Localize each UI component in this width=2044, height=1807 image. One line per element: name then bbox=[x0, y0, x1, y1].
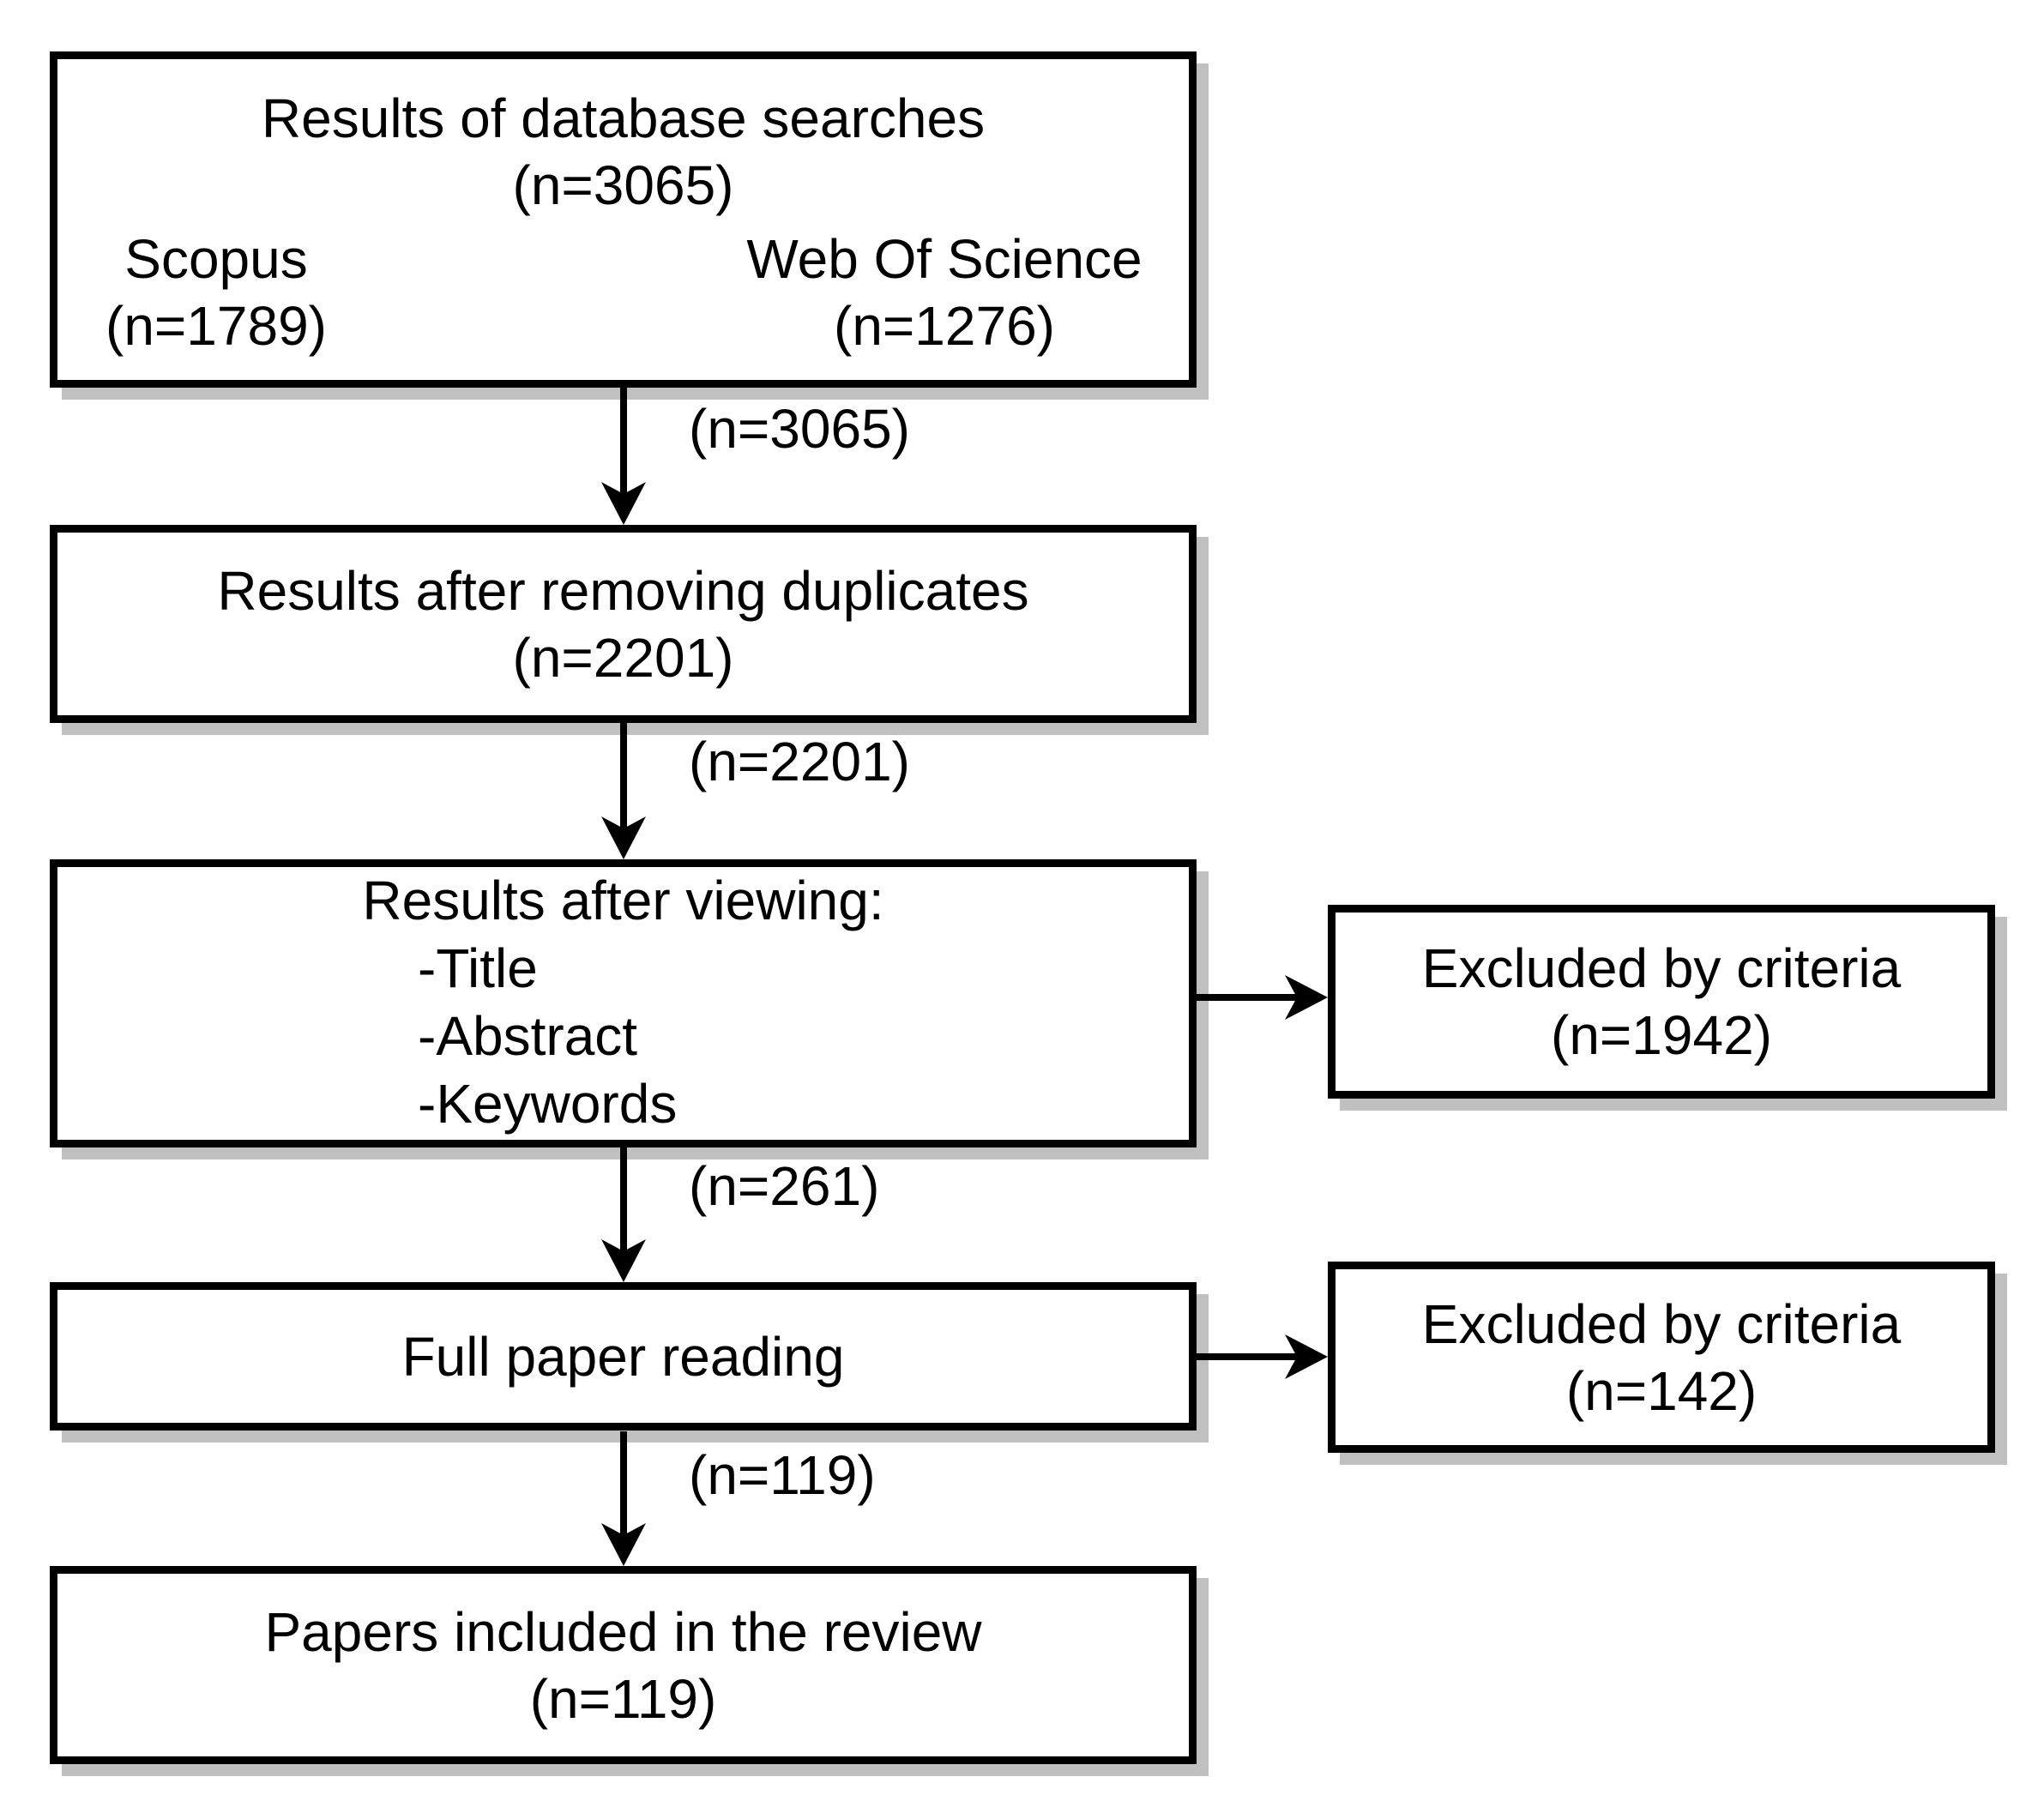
source-web-of-science-count: (n=1276) bbox=[834, 295, 1055, 357]
box-removing-duplicates-count: (n=2201) bbox=[512, 626, 734, 689]
box-full-paper-reading-title: Full paper reading bbox=[401, 1325, 845, 1388]
source-scopus-name: Scopus bbox=[124, 228, 308, 290]
right-arrow-icon bbox=[1194, 1334, 1328, 1379]
viewing-criteria-item-abstract: -Abstract bbox=[418, 1005, 638, 1067]
down-arrow-icon bbox=[601, 1147, 646, 1282]
source-scopus-count: (n=1789) bbox=[106, 295, 327, 357]
flow-arrow-full-paper-to-included bbox=[601, 1431, 646, 1566]
box-excluded-2-count: (n=142) bbox=[1565, 1359, 1758, 1422]
down-arrow-icon bbox=[601, 723, 646, 859]
arrow-label-n119: (n=119) bbox=[689, 1444, 876, 1506]
box-papers-included-count: (n=119) bbox=[529, 1667, 717, 1730]
flow-arrow-viewing-to-excluded bbox=[1194, 975, 1328, 1020]
box-excluded-by-criteria-2: Excluded by criteria (n=142) bbox=[1328, 1262, 1995, 1453]
box-database-searches: Results of database searches (n=3065) Sc… bbox=[50, 51, 1197, 388]
down-arrow-icon bbox=[601, 1431, 646, 1566]
source-scopus: Scopus (n=1789) bbox=[87, 226, 345, 359]
down-arrow-icon bbox=[601, 388, 646, 525]
viewing-criteria-list: -Title -Abstract -Keywords bbox=[57, 935, 1189, 1138]
flow-arrow-viewing-to-full-paper bbox=[601, 1147, 646, 1282]
viewing-criteria-item-keywords: -Keywords bbox=[418, 1073, 678, 1135]
box-results-after-viewing: Results after viewing: -Title -Abstract … bbox=[50, 859, 1197, 1147]
box-excluded-1-count: (n=1942) bbox=[1551, 1004, 1772, 1066]
right-arrow-icon bbox=[1194, 975, 1328, 1020]
arrow-label-n3065: (n=3065) bbox=[689, 398, 910, 460]
source-web-of-science: Web Of Science (n=1276) bbox=[721, 226, 1167, 359]
box-removing-duplicates-title: Results after removing duplicates bbox=[217, 559, 1029, 622]
arrow-label-n261: (n=261) bbox=[689, 1155, 880, 1217]
flow-arrow-duplicates-to-viewing bbox=[601, 723, 646, 859]
flow-arrow-full-paper-to-excluded bbox=[1194, 1334, 1328, 1379]
box-results-after-viewing-title: Results after viewing: bbox=[362, 870, 884, 931]
box-excluded-1-title: Excluded by criteria bbox=[1421, 937, 1902, 999]
viewing-criteria-item-title: -Title bbox=[418, 937, 538, 999]
database-sources-row: Scopus (n=1789) Web Of Science (n=1276) bbox=[57, 226, 1189, 359]
box-removing-duplicates: Results after removing duplicates (n=220… bbox=[50, 525, 1197, 723]
box-papers-included: Papers included in the review (n=119) bbox=[50, 1566, 1197, 1764]
box-excluded-by-criteria-1: Excluded by criteria (n=1942) bbox=[1328, 905, 1995, 1099]
box-papers-included-title: Papers included in the review bbox=[264, 1600, 982, 1663]
box-database-searches-count: (n=3065) bbox=[512, 154, 734, 216]
arrow-label-n2201: (n=2201) bbox=[689, 731, 910, 792]
box-excluded-2-title: Excluded by criteria bbox=[1421, 1292, 1902, 1355]
source-web-of-science-name: Web Of Science bbox=[746, 228, 1143, 290]
box-database-searches-title: Results of database searches bbox=[261, 87, 986, 149]
box-full-paper-reading: Full paper reading bbox=[50, 1282, 1197, 1431]
flow-arrow-searches-to-duplicates bbox=[601, 388, 646, 525]
